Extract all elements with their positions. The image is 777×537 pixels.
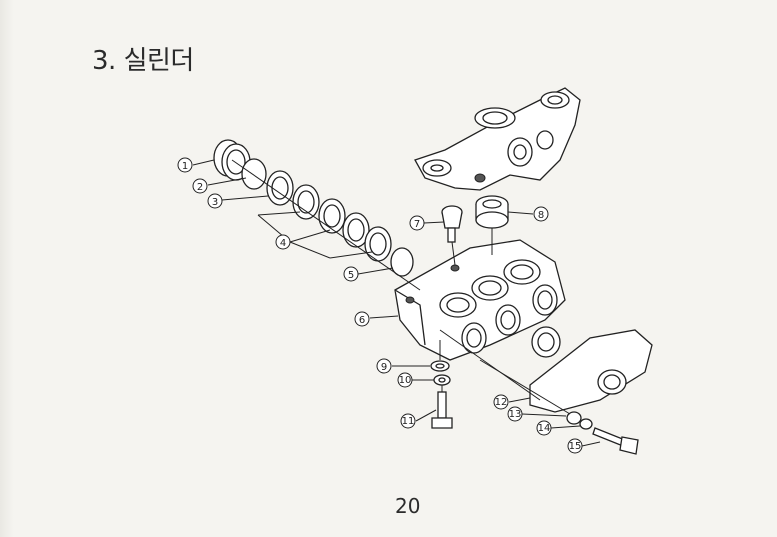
callout-8: 8 <box>533 206 549 222</box>
svg-text:15: 15 <box>569 441 582 452</box>
part-9-washer <box>430 360 450 372</box>
part-8-valve-seat <box>475 195 509 229</box>
svg-text:3: 3 <box>212 197 218 208</box>
part-6-cylinder-head <box>394 239 566 361</box>
svg-text:10: 10 <box>399 375 412 386</box>
part-5-o-ring <box>390 247 414 277</box>
callout-11: 11 <box>400 413 416 429</box>
svg-text:5: 5 <box>348 270 354 281</box>
part-14-washer <box>579 418 593 430</box>
callout-9: 9 <box>376 358 392 374</box>
svg-text:8: 8 <box>538 210 544 221</box>
svg-text:13: 13 <box>509 409 522 420</box>
svg-text:4: 4 <box>280 238 286 249</box>
svg-text:12: 12 <box>495 397 508 408</box>
callout-1: 1 <box>177 157 193 173</box>
page-number: 20 <box>395 494 421 518</box>
callout-2: 2 <box>192 178 208 194</box>
upper-bracket <box>414 87 581 191</box>
callout-5: 5 <box>343 266 359 282</box>
callout-3: 3 <box>207 193 223 209</box>
callout-13: 13 <box>507 406 523 422</box>
part-2-o-ring <box>241 158 267 190</box>
svg-text:7: 7 <box>414 219 420 230</box>
svg-text:1: 1 <box>182 161 188 172</box>
section-title: 3. 실린더 <box>92 46 194 76</box>
part-13-washer <box>566 411 582 425</box>
callout-4: 4 <box>275 234 291 250</box>
svg-text:14: 14 <box>538 423 551 434</box>
callout-7: 7 <box>409 215 425 231</box>
callout-12: 12 <box>493 394 509 410</box>
part-15-bolt <box>592 427 639 455</box>
callout-6: 6 <box>354 311 370 327</box>
svg-text:9: 9 <box>381 362 387 373</box>
scan-edge-shadow <box>0 0 14 537</box>
part-7-valve <box>441 205 463 243</box>
callout-14: 14 <box>536 420 552 436</box>
svg-text:6: 6 <box>359 315 365 326</box>
leader-lines <box>192 159 601 447</box>
part-10-washer <box>433 374 451 386</box>
svg-text:11: 11 <box>402 416 415 427</box>
callout-15: 15 <box>567 438 583 454</box>
part-12-side-cover <box>529 326 653 413</box>
svg-text:2: 2 <box>197 182 203 193</box>
callout-10: 10 <box>397 372 413 388</box>
